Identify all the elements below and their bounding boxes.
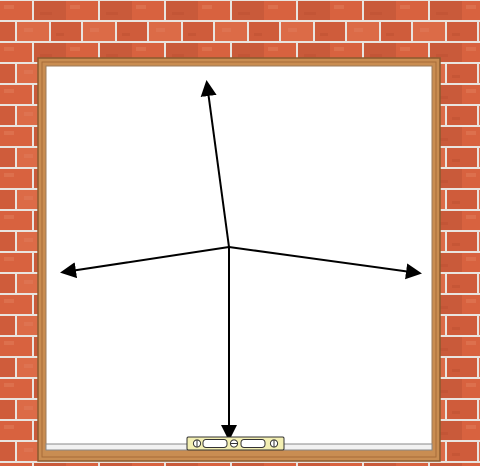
frame-panel xyxy=(45,65,433,447)
arrow-right-icon xyxy=(228,246,422,280)
arrow-left-icon xyxy=(60,246,230,279)
arrow-up-icon xyxy=(200,80,230,248)
spirit-level-icon xyxy=(186,436,285,451)
force-arrows xyxy=(60,80,422,441)
